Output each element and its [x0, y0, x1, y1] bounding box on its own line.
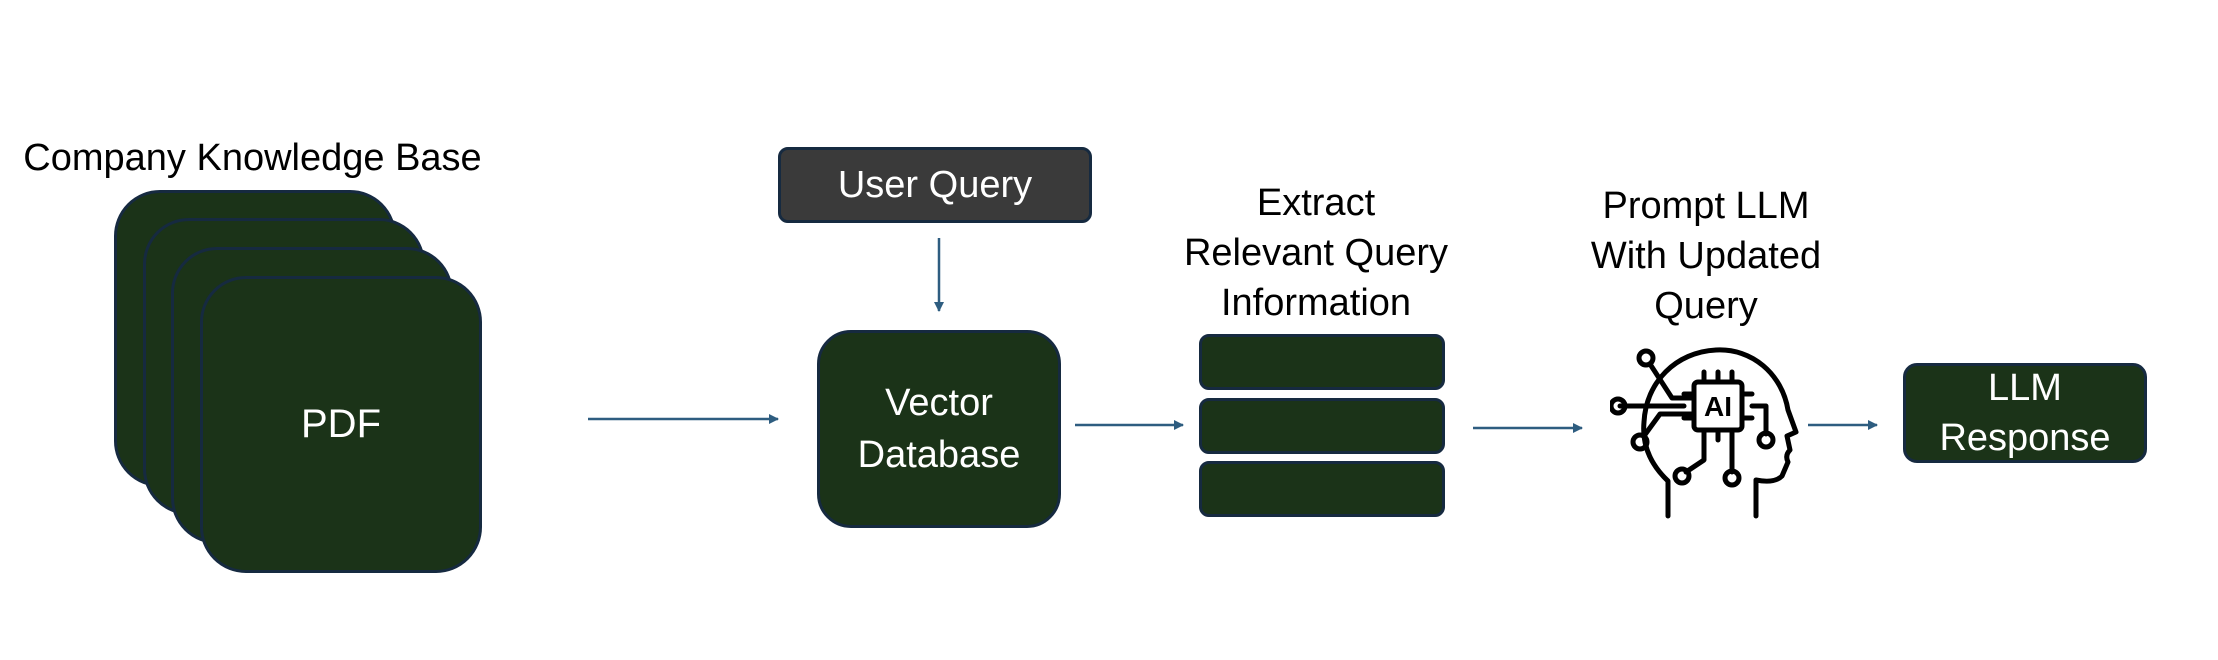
extract-bar-2	[1199, 398, 1445, 454]
prompt-label-line-3: Query	[1654, 285, 1758, 327]
user-query-label: User Query	[837, 164, 1033, 206]
ai-chip-text: AI	[1704, 391, 1732, 422]
extract-label-line-1: Extract	[1256, 182, 1376, 224]
vector-database-box: Vector Database	[817, 330, 1061, 528]
vector-database-label-line-1: Vector	[885, 382, 993, 424]
extract-bar-3	[1199, 461, 1445, 517]
llm-response-label-line-1: LLM	[1988, 367, 2062, 409]
ai-head-icon: AI	[1610, 347, 1799, 519]
pdf-label: PDF	[301, 402, 381, 446]
prompt-label-line-1: Prompt LLM	[1602, 185, 1810, 227]
vector-database-label-line-2: Database	[857, 434, 1021, 476]
user-query-box: User Query	[778, 147, 1092, 223]
llm-response-box: LLM Response	[1903, 363, 2147, 463]
extract-bar-1	[1199, 334, 1445, 390]
document-card-pdf: PDF	[200, 276, 482, 573]
llm-response-label-line-2: Response	[1939, 417, 2111, 459]
extract-label: Extract Relevant Query Information	[1165, 178, 1467, 328]
extract-label-line-3: Information	[1220, 282, 1412, 324]
prompt-label-line-2: With Updated	[1590, 235, 1822, 277]
extract-label-line-2: Relevant Query	[1183, 232, 1448, 274]
prompt-label: Prompt LLM With Updated Query	[1555, 181, 1857, 331]
head-outline	[1641, 347, 1799, 519]
knowledge-base-label: Company Knowledge Base	[23, 137, 482, 179]
